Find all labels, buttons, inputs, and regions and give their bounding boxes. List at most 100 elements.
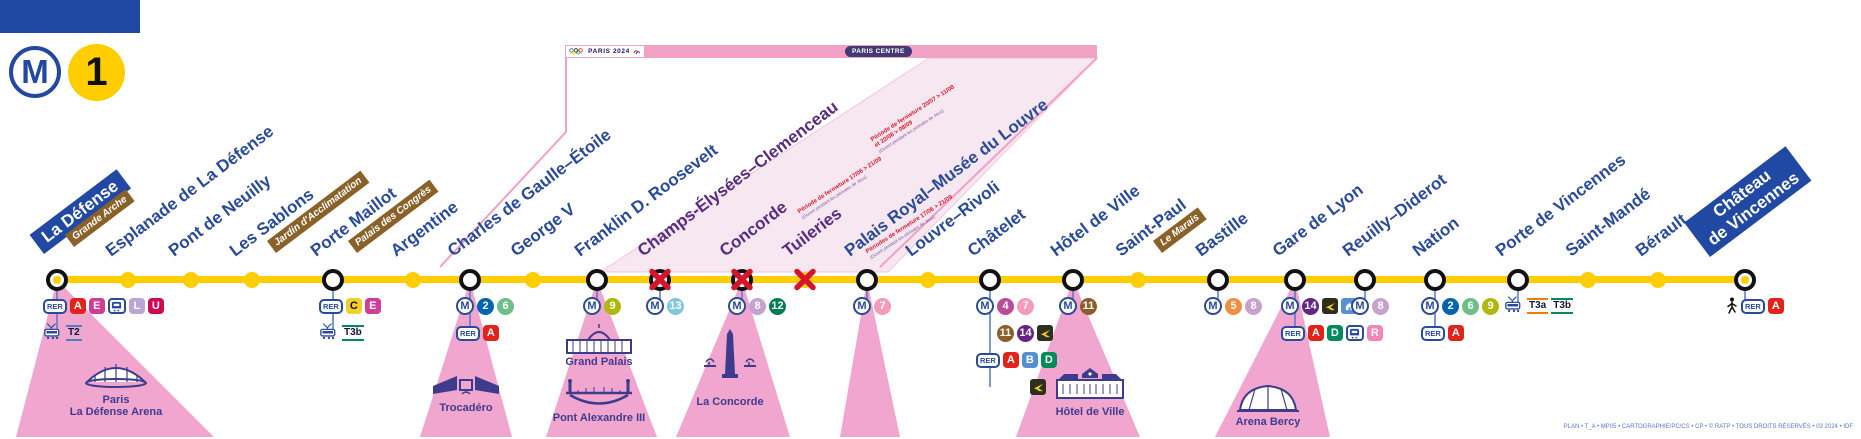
- rail-line-A-badge: A: [1767, 298, 1784, 314]
- rail-line-D-badge: D: [1040, 352, 1057, 368]
- metro-line-11-badge: 11: [997, 324, 1014, 342]
- tram-icon: [43, 322, 63, 345]
- landmark-cone-57: [16, 280, 214, 437]
- train-icon-wrap: [1345, 325, 1364, 341]
- closed-station-x-champs-elysees-clemenceau: [648, 267, 672, 297]
- metro-line-2-badge: 2: [1442, 297, 1459, 315]
- air-icon-wrap: [1037, 325, 1053, 341]
- line-1-badge: 1: [68, 44, 125, 101]
- rer-logo-icon: RER: [456, 325, 480, 341]
- metro-line-14-badge: 14: [1017, 324, 1034, 342]
- metro-line-7-badge: 7: [1017, 297, 1034, 315]
- connections-porte-maillot-row-2: T3b: [319, 322, 364, 342]
- station-dot-george-v: [525, 271, 541, 288]
- paralympic-agitos-icon: [633, 50, 641, 55]
- metro-roundel-icon: M: [646, 297, 664, 315]
- train-icon: [1345, 325, 1364, 341]
- metro-line-4-badge: 4: [997, 297, 1014, 315]
- metro-line-6-badge: 6: [1462, 297, 1479, 315]
- paris-2024-logo: PARIS 2024: [565, 45, 645, 58]
- rer-logo-icon: RER: [1281, 325, 1305, 341]
- connections-la-defense-row-2: T2: [43, 322, 82, 345]
- landmark-caption-paris-la-defense-arena: Paris La Défense Arena: [69, 394, 163, 418]
- rail-line-U-badge: U: [147, 298, 164, 314]
- rail-line-A-badge: A: [1447, 325, 1464, 341]
- rer-logo-icon: RER: [1421, 325, 1445, 341]
- landmark-illustration-arena: [83, 350, 149, 395]
- tram-icon: [1504, 295, 1524, 318]
- rer-logo-icon: RER: [319, 298, 343, 314]
- station-dot-hotel-de-ville: [1062, 268, 1084, 291]
- metro-roundel-icon: M: [853, 297, 871, 315]
- airport-link-icon: [1037, 325, 1053, 341]
- top-blue-bar: [0, 0, 140, 33]
- landmark-illustration-trocadero: [431, 360, 501, 401]
- tram-line-T3a-badge: T3a: [1527, 298, 1549, 314]
- tram-line-T3b-badge: T3b: [1551, 298, 1574, 314]
- rail-line-E-badge: E: [88, 298, 105, 314]
- metro-roundel-icon: M: [976, 297, 994, 315]
- closure-zone-border-0: [439, 58, 567, 268]
- station-dot-esplanade-de-la-defense: [120, 271, 136, 288]
- connections-chatelet-row-4: [1030, 378, 1046, 396]
- landmark-caption-hotel-de-ville: Hôtel de Ville: [1055, 406, 1125, 418]
- rail-line-A-badge: A: [482, 325, 499, 341]
- metro-roundel-icon: M: [1421, 297, 1439, 315]
- landmark-caption-trocadero: Trocadéro: [439, 402, 493, 414]
- metro-line-13-badge: 13: [667, 297, 684, 315]
- station-dot-louvre-rivoli: [920, 271, 936, 288]
- station-dot-porte-de-vincennes: [1507, 268, 1529, 291]
- metro-line-5-badge: 5: [1225, 297, 1242, 315]
- landmark-illustration-arena-bercy: [1235, 380, 1301, 419]
- metro-line-8-badge: 8: [1245, 297, 1262, 315]
- station-dot-porte-maillot: [322, 268, 344, 291]
- metro-line-2-badge: 2: [477, 297, 494, 315]
- paris-centre-badge: PARIS CENTRE: [845, 46, 912, 57]
- metro-line-6-badge: 6: [497, 297, 514, 315]
- station-dot-charles-de-gaulle-etoile: [459, 268, 481, 291]
- metro-line-12-badge: 12: [769, 297, 786, 315]
- metro-line-8-badge: 8: [749, 297, 766, 315]
- tram-icon-wrap: [43, 322, 63, 345]
- rail-line-A-badge: A: [1002, 352, 1019, 368]
- air-icon-wrap: [1322, 298, 1338, 314]
- metro-roundel-icon: M: [456, 297, 474, 315]
- closed-station-x-concorde: [730, 267, 754, 297]
- tram-icon-wrap: [1504, 295, 1524, 318]
- metro-line-14-badge: 14: [1302, 297, 1319, 315]
- landmark-illustration-hotel-de-ville: [1054, 366, 1126, 407]
- rail-line-A-badge: A: [1307, 325, 1324, 341]
- walk-icon-wrap: [1726, 297, 1738, 315]
- metro-roundel-icon: M: [583, 297, 601, 315]
- train-icon: [107, 298, 126, 314]
- metro-line-11-badge: 11: [1080, 297, 1097, 315]
- station-dot-les-sablons: [244, 271, 260, 288]
- metro-logo: M: [9, 46, 61, 98]
- closure-zone-border-1: [879, 57, 1098, 268]
- air-icon-wrap: [1030, 379, 1046, 395]
- station-dot-palais-royal-musee-du-louvre: [856, 268, 878, 291]
- closed-station-x-tuileries: [793, 267, 817, 297]
- rer-logo-icon: RER: [43, 298, 67, 314]
- tram-line-T2-badge: T2: [66, 325, 82, 341]
- station-dot-core-la-defense: [53, 275, 61, 284]
- metro-roundel-icon: M: [1204, 297, 1222, 315]
- metro-line-7-badge: 7: [874, 297, 891, 315]
- airport-link-icon: [1322, 298, 1338, 314]
- landmark-caption-la-concorde: La Concorde: [696, 396, 764, 408]
- rail-line-D-badge: D: [1326, 325, 1343, 341]
- paris-2024-text: PARIS 2024: [588, 48, 630, 55]
- station-dot-argentine: [405, 271, 421, 288]
- rail-line-C-badge: C: [345, 298, 362, 314]
